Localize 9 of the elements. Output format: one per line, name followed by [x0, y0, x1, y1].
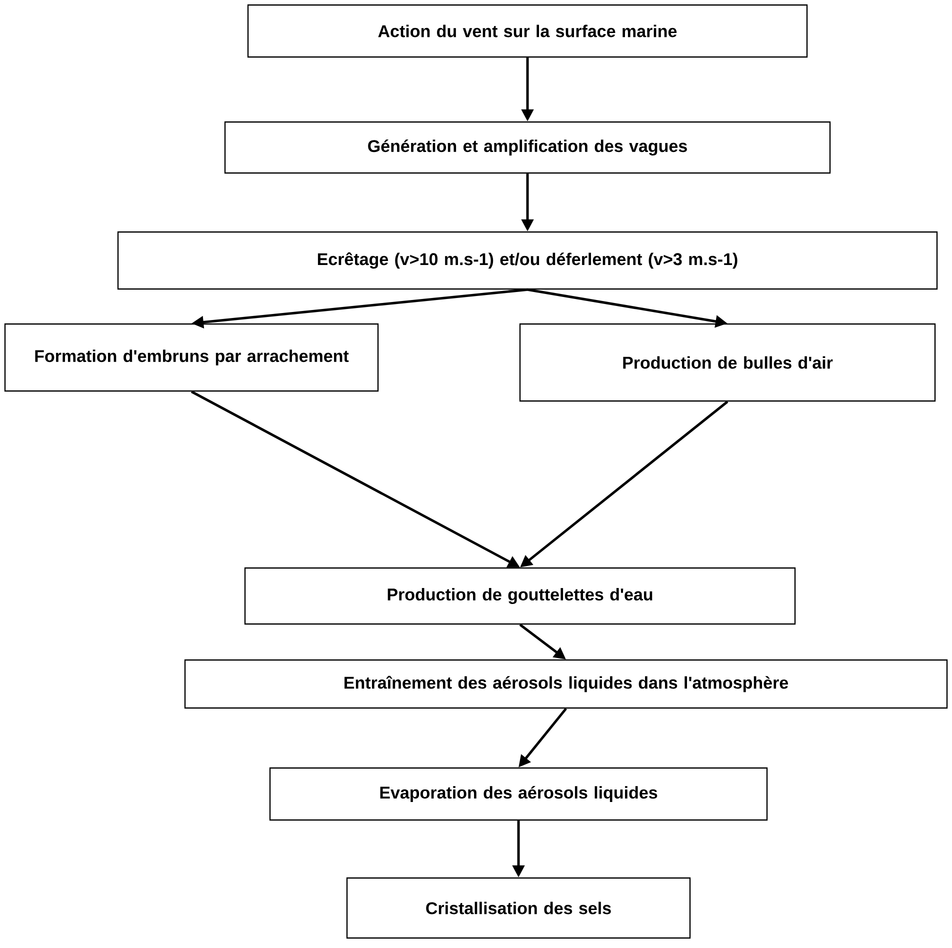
- process-box: Evaporation des aérosols liquides: [269, 767, 768, 821]
- process-box: Cristallisation des sels: [346, 877, 691, 939]
- process-box: Production de gouttelettes d'eau: [244, 567, 796, 625]
- process-box: Production de bulles d'air: [519, 323, 936, 402]
- process-box: Action du vent sur la surface marine: [247, 4, 808, 58]
- process-box: Formation d'embruns par arrachement: [4, 323, 379, 392]
- process-box: Ecrêtage (v>10 m.s-1) et/ou déferlement (v>3 m.s-1): [117, 231, 938, 290]
- process-box: Génération et amplification des vagues: [224, 121, 831, 174]
- process-box: Entraînement des aérosols liquides dans l'atmosphère: [184, 659, 948, 709]
